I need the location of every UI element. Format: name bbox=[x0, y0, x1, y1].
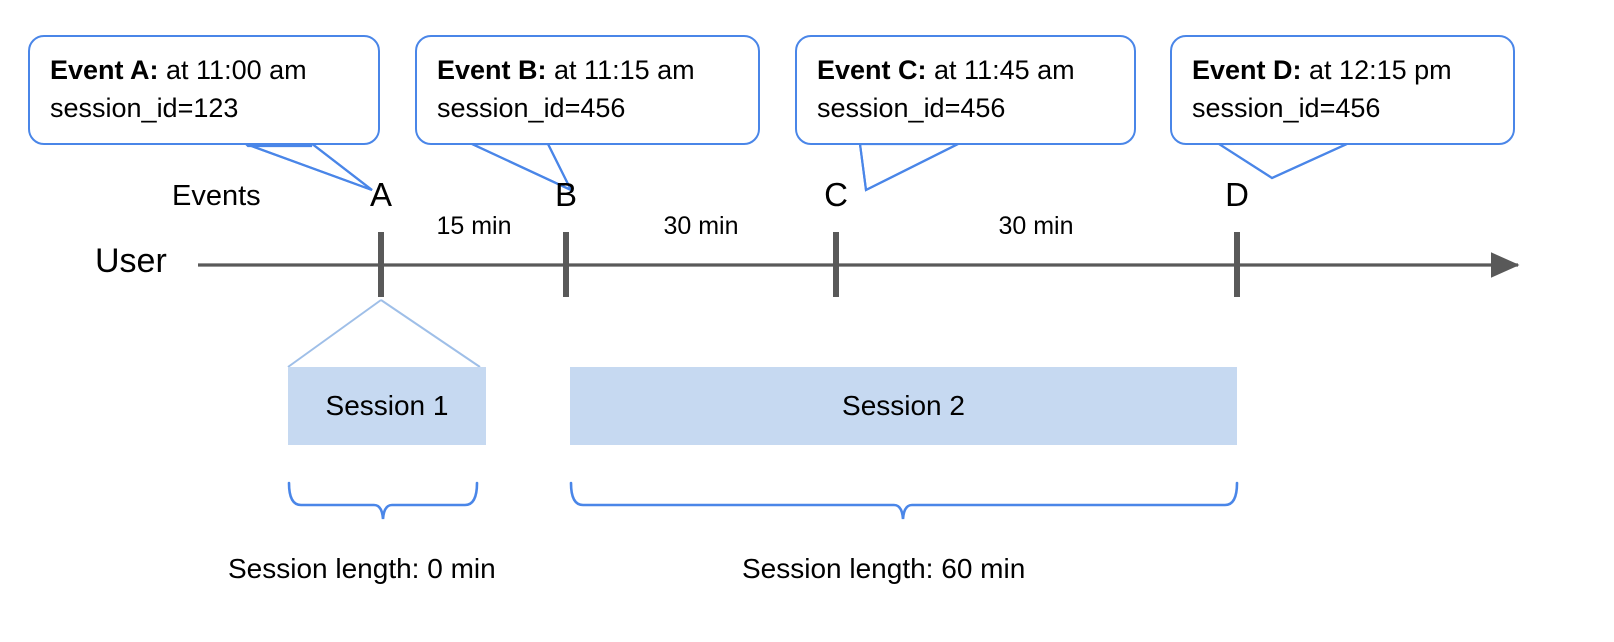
callout-b-time: at 11:15 am bbox=[546, 55, 695, 85]
event-marker-a: A bbox=[369, 176, 392, 213]
callout-a-line2: session_id=123 bbox=[50, 93, 239, 124]
callout-b-line1: Event B: at 11:15 am bbox=[437, 51, 740, 89]
callout-d-line2: session_id=456 bbox=[1192, 93, 1381, 124]
session-box-1: Session 1 bbox=[288, 367, 486, 445]
gap-label-bc: 30 min bbox=[663, 212, 739, 240]
row-label-user: User bbox=[95, 242, 167, 280]
event-marker-b: B bbox=[554, 176, 577, 213]
session-length-1: Session length: 0 min bbox=[228, 553, 496, 584]
event-marker-d: D bbox=[1225, 176, 1249, 213]
gap-label-cd: 30 min bbox=[998, 212, 1074, 240]
session1-brace bbox=[287, 481, 479, 520]
callout-d-line1: Event D: at 12:15 pm bbox=[1192, 51, 1495, 89]
callout-a-line1: Event A: at 11:00 am bbox=[50, 51, 360, 89]
callout-c-line2: session_id=456 bbox=[817, 93, 1006, 124]
callout-b-title: Event B: bbox=[437, 55, 547, 85]
session-box-1-label: Session 1 bbox=[325, 390, 449, 421]
callout-a-title: Event A: bbox=[50, 55, 159, 85]
callout-c-time: at 11:45 am bbox=[926, 55, 1075, 85]
callout-tail-d bbox=[1215, 141, 1350, 180]
session-box-2-label: Session 2 bbox=[842, 390, 965, 421]
callout-a-time: at 11:00 am bbox=[158, 55, 307, 85]
callout-tail-c bbox=[858, 142, 959, 192]
callout-d-title: Event D: bbox=[1192, 55, 1302, 85]
callout-event-b: Event B: at 11:15 am session_id=456 bbox=[415, 35, 760, 145]
gap-label-ab: 15 min bbox=[436, 212, 512, 240]
callout-b-line2: session_id=456 bbox=[437, 93, 626, 124]
event-marker-c: C bbox=[824, 176, 848, 213]
callout-event-a: Event A: at 11:00 am session_id=123 bbox=[28, 35, 380, 145]
session2-brace bbox=[569, 481, 1239, 520]
row-label-events: Events bbox=[172, 180, 261, 212]
callout-c-line1: Event C: at 11:45 am bbox=[817, 51, 1116, 89]
callout-d-time: at 12:15 pm bbox=[1301, 55, 1452, 85]
session-box-2: Session 2 bbox=[570, 367, 1237, 445]
session1-connector bbox=[287, 299, 481, 368]
callout-event-d: Event D: at 12:15 pm session_id=456 bbox=[1170, 35, 1515, 145]
callout-c-title: Event C: bbox=[817, 55, 927, 85]
callout-event-c: Event C: at 11:45 am session_id=456 bbox=[795, 35, 1136, 145]
callout-tail-a bbox=[245, 140, 373, 192]
session-length-2: Session length: 60 min bbox=[742, 553, 1026, 584]
